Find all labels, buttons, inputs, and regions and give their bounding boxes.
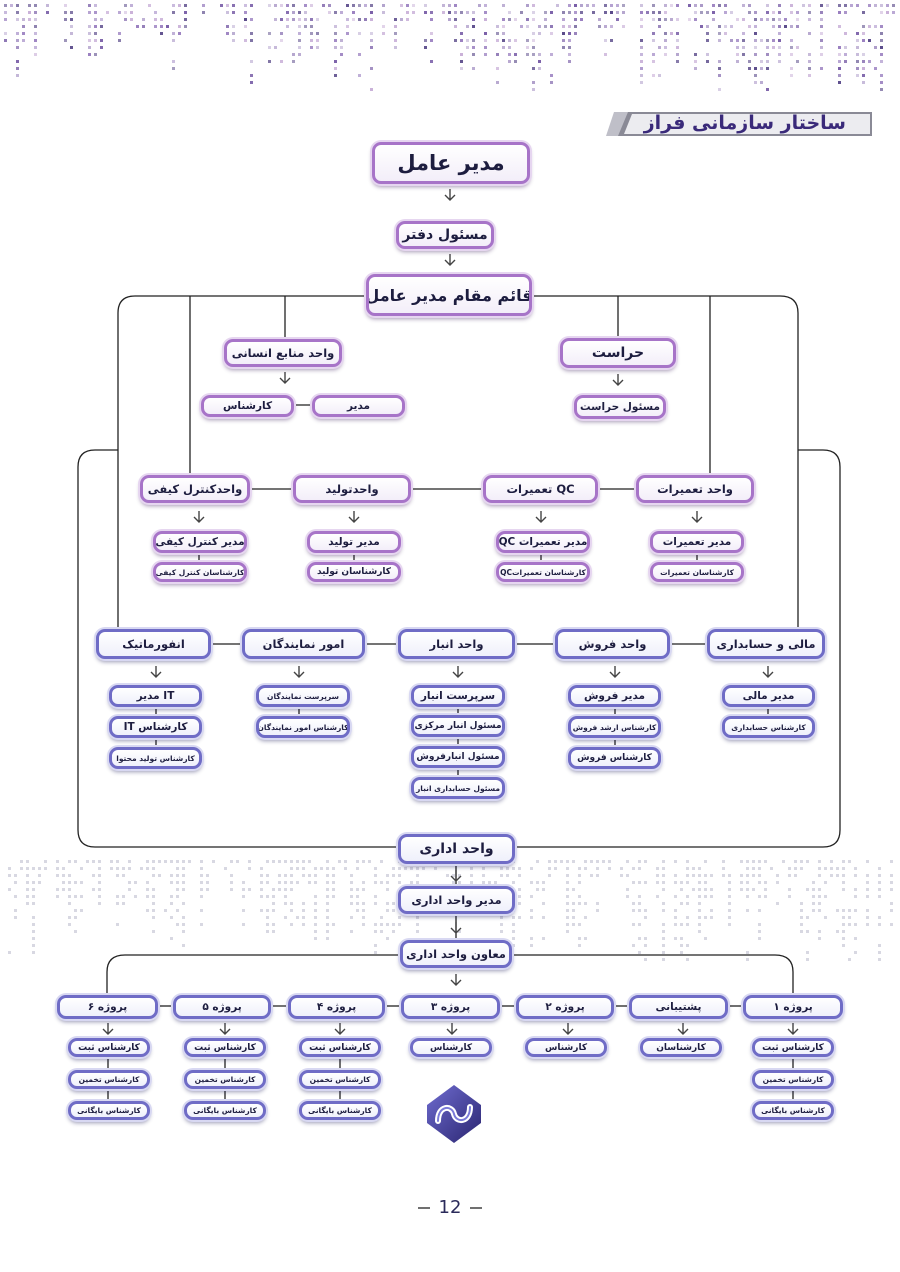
node-support-experts: کارشناسان [640,1038,722,1057]
node-project-6: پروژه ۶ [57,995,158,1019]
node-fin-manager: مدیر مالی [722,685,815,707]
node-hr-manager: مدیر [312,395,405,417]
node-sales-expert: کارشناس فروش [568,747,661,769]
node-p6-register: کارشناس ثبت [68,1038,150,1057]
node-p1-archive: کارشناس بایگانی [752,1101,834,1120]
node-project-1: پروژه ۱ [743,995,843,1019]
node-wh-unit: واحد انبار [398,629,515,659]
node-security-head: مسئول حراست [574,395,666,419]
node-hr: واحد منابع انسانی [224,339,342,367]
node-project-2: پروژه ۲ [516,995,614,1019]
node-agents-unit: امور نمایندگان [242,629,365,659]
node-it-manager: مدیر IT [109,685,202,707]
node-p1-register: کارشناس ثبت [752,1038,834,1057]
node-p5-estimate: کارشناس تخمین [184,1070,266,1089]
node-prod-manager: مدیر تولید [307,531,401,553]
node-it-unit: انفورماتیک [96,629,211,659]
node-it-expert: کارشناس IT [109,716,202,738]
node-p4-register: کارشناس ثبت [299,1038,381,1057]
node-rep-unit: واحد تعمیرات [636,475,754,503]
node-support: پشتیبانی [629,995,728,1019]
node-wh-sup: سرپرست انبار [411,685,505,707]
node-security: حراست [560,338,676,368]
node-wh-acc: مسئول حسابداری انبار [411,777,505,799]
node-p4-archive: کارشناس بایگانی [299,1101,381,1120]
node-wh-sales: مسئول انبارفروش [411,746,505,768]
node-qcrep-expert: کارشناسان تعمیراتQC [496,562,590,582]
node-admin-manager: مدیر واحد اداری [398,886,515,914]
arrow-markers [102,189,799,1035]
node-project-5: پروژه ۵ [173,995,271,1019]
node-qcrep-unit: تعمیرات QC [483,475,598,503]
node-sales-senior: کارشناس ارشد فروش [568,716,661,738]
node-hr-expert: کارشناس [201,395,294,417]
node-p1-estimate: کارشناس تخمین [752,1070,834,1089]
node-rep-manager: مدیر تعمیرات [650,531,744,553]
node-deputy: قائم مقام مدیر عامل [366,274,532,316]
node-project-3: پروژه ۳ [401,995,500,1019]
node-p6-estimate: کارشناس تخمین [68,1070,150,1089]
node-fin-unit: مالی و حسابداری [707,629,825,659]
node-p5-archive: کارشناس بایگانی [184,1101,266,1120]
node-prod-unit: واحدتولید [293,475,411,503]
node-office: مسئول دفتر [396,221,494,249]
node-p4-estimate: کارشناس تخمین [299,1070,381,1089]
node-qc-manager: مدیر کنترل کیفی [153,531,247,553]
node-it-content: کارشناس تولید محتوا [109,747,202,769]
node-qc-expert: کارشناسان کنترل کیفی [153,562,247,582]
node-p6-archive: کارشناس بایگانی [68,1101,150,1120]
bottom-dot-pattern [8,860,893,961]
node-p5-register: کارشناس ثبت [184,1038,266,1057]
page-title: ساختار سازمانی فراز [643,112,846,134]
node-p2-expert: کارشناس [525,1038,607,1057]
node-prod-expert: کارشناسان تولید [307,562,401,582]
node-ceo: مدیر عامل [372,142,530,184]
node-agents-sup: سرپرست نمایندگان [256,685,350,707]
node-admin-deputy: معاون واحد اداری [400,940,512,968]
node-p3-expert: کارشناس [410,1038,492,1057]
node-sales-unit: واحد فروش [555,629,670,659]
node-agents-expert: کارشناس امور نمایندگان [256,716,350,738]
node-qc-unit: واحدکنترل کیفی [140,475,250,503]
page-number: 12 [438,1197,462,1218]
node-rep-expert: کارشناسان تعمیرات [650,562,744,582]
node-qcrep-manager: مدیر تعمیرات QC [496,531,590,553]
header-band [606,112,872,136]
company-logo [427,1085,481,1143]
node-fin-expert: کارشناس حسابداری [722,716,815,738]
node-sales-manager: مدیر فروش [568,685,661,707]
node-project-4: پروژه ۴ [288,995,385,1019]
top-dot-pattern [4,4,895,91]
node-wh-central: مسئول انبار مرکزی [411,715,505,737]
node-admin-unit: واحد اداری [398,834,515,864]
